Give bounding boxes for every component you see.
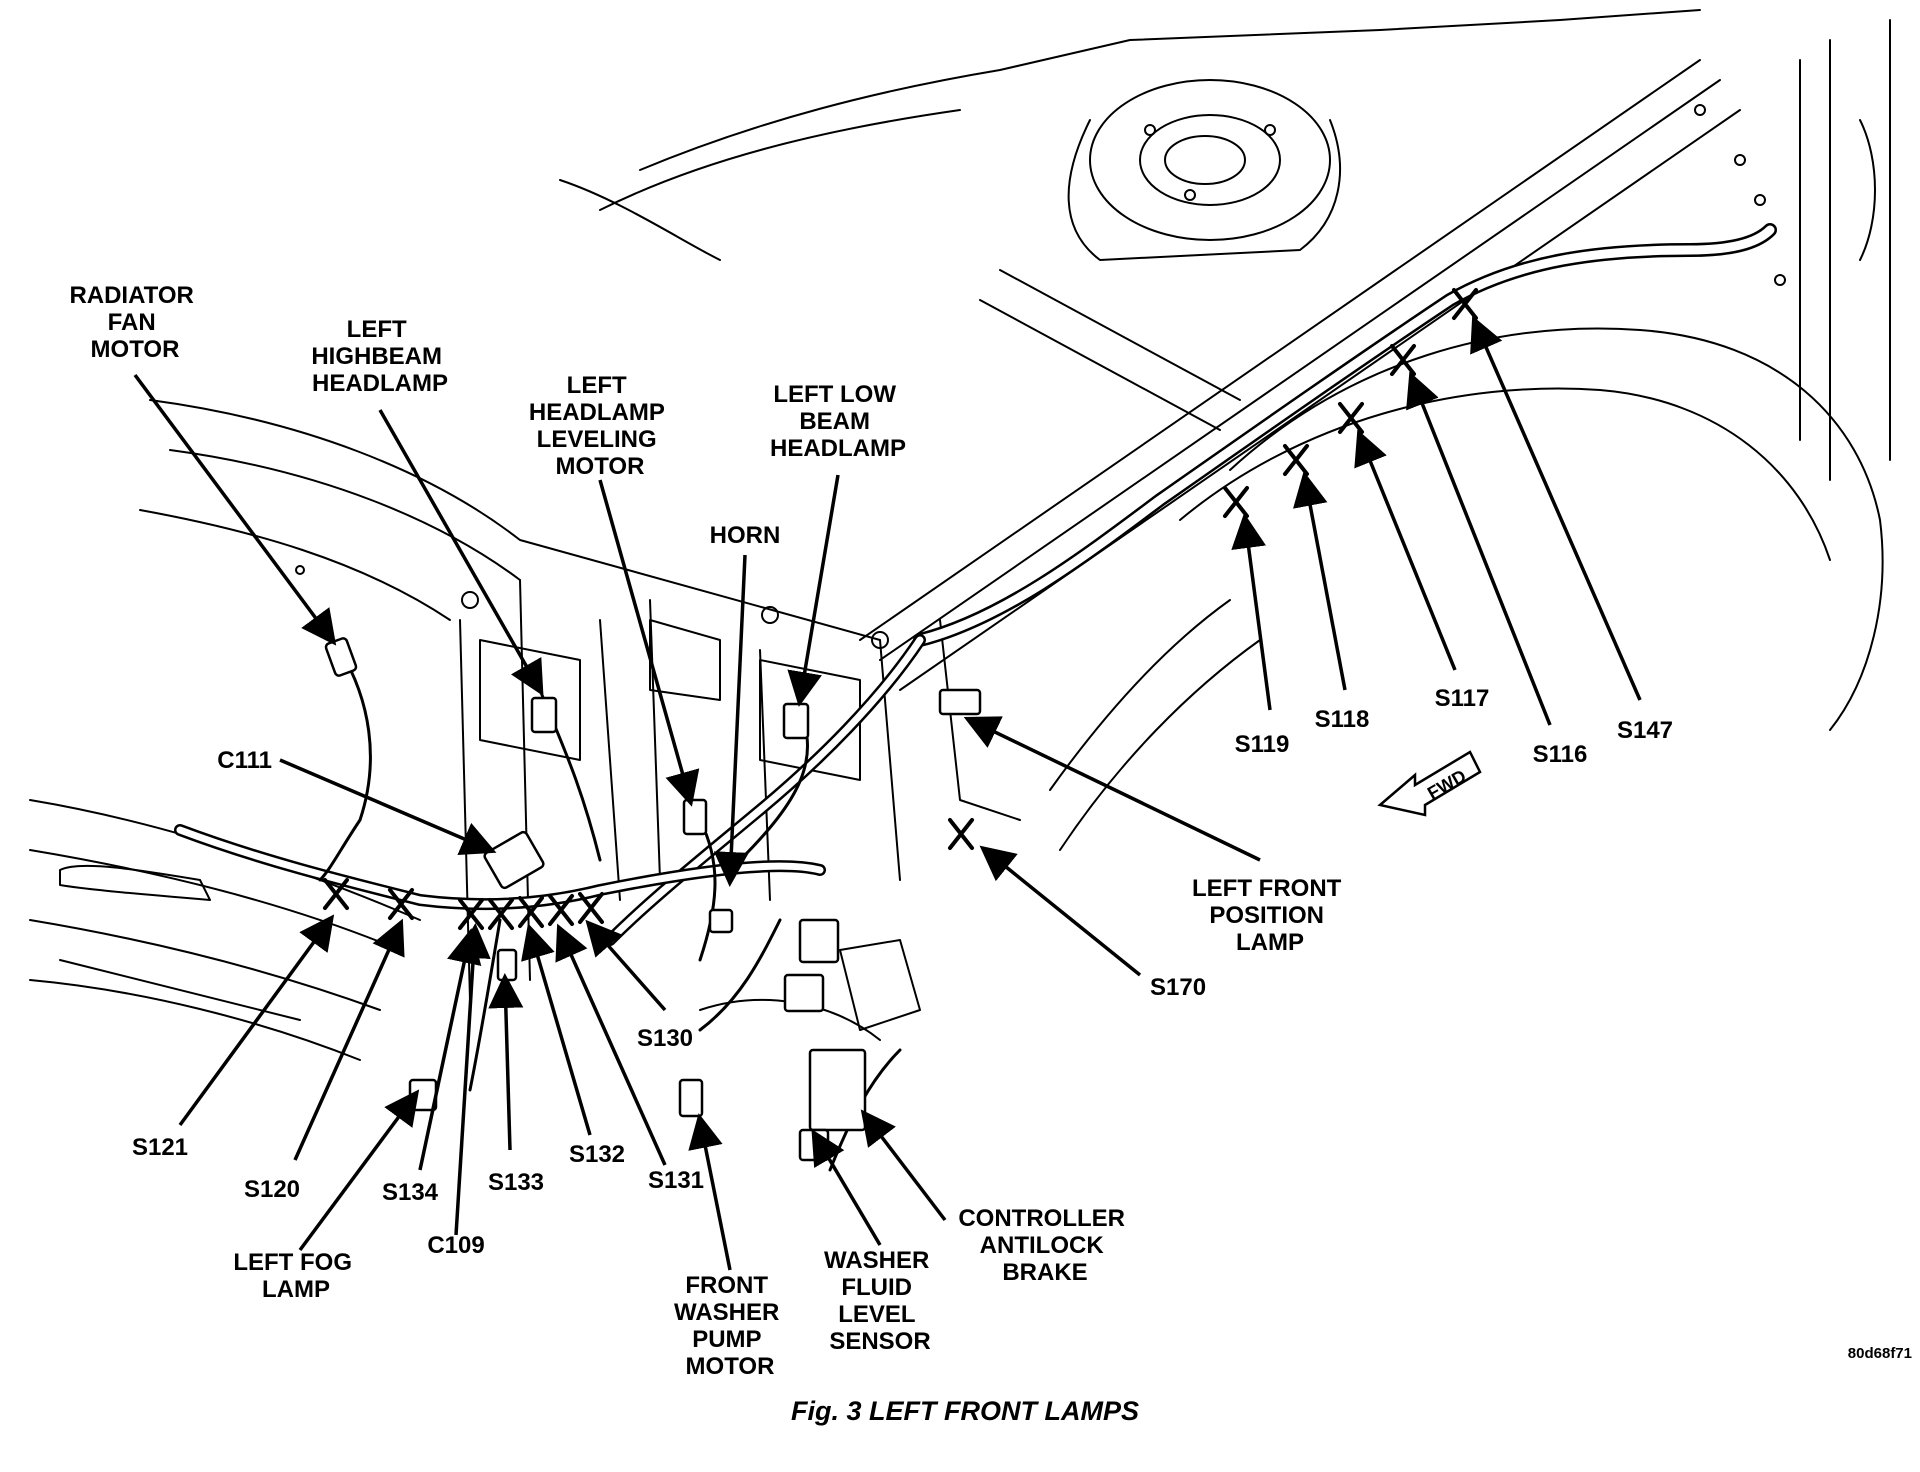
- splice-marks: [323, 288, 1478, 930]
- label-s133: S133: [488, 1169, 544, 1196]
- label-left-low-beam-headlamp: LEFT LOW BEAM HEADLAMP: [770, 381, 906, 462]
- label-washer-fluid-level-sensor: WASHER FLUID LEVEL SENSOR: [824, 1247, 936, 1355]
- leader-lines: [133, 315, 1642, 1271]
- label-s117: S117: [1435, 685, 1490, 712]
- label-s147: S147: [1617, 717, 1673, 744]
- label-s170: S170: [1150, 974, 1206, 1001]
- label-left-front-position-lamp: LEFT FRONT POSITION LAMP: [1192, 875, 1348, 956]
- label-left-highbeam-headlamp: LEFT HIGHBEAM HEADLAMP: [311, 316, 448, 397]
- fwd-arrow-icon: FWD: [1377, 750, 1482, 817]
- label-s121: S121: [132, 1134, 188, 1161]
- vehicle-body-drawing: [29, 9, 1891, 1061]
- label-c109: C109: [427, 1232, 484, 1259]
- label-s134: S134: [382, 1179, 439, 1206]
- label-c111: C111: [217, 747, 272, 774]
- label-s118: S118: [1315, 706, 1370, 733]
- label-s119: S119: [1235, 731, 1290, 758]
- figure-caption: Fig. 3 LEFT FRONT LAMPS: [791, 1396, 1139, 1426]
- label-s131: S131: [648, 1167, 704, 1194]
- label-s132: S132: [569, 1141, 625, 1168]
- label-s116: S116: [1533, 741, 1588, 768]
- label-left-fog-lamp: LEFT FOG LAMP: [233, 1249, 358, 1303]
- label-radiator-fan-motor: RADIATOR FAN MOTOR: [69, 282, 200, 363]
- connectors: [324, 637, 982, 1162]
- label-s130: S130: [637, 1025, 693, 1052]
- labels: RADIATOR FAN MOTOR LEFT HIGHBEAM HEADLAM…: [69, 282, 1673, 1380]
- label-s120: S120: [244, 1176, 300, 1203]
- figure-code: 80d68f71: [1848, 1345, 1912, 1362]
- label-front-washer-pump-motor: FRONT WASHER PUMP MOTOR: [674, 1272, 786, 1380]
- label-left-headlamp-leveling-motor: LEFT HEADLAMP LEVELING MOTOR: [529, 372, 671, 480]
- label-controller-antilock-brake: CONTROLLER ANTILOCK BRAKE: [958, 1205, 1131, 1286]
- label-horn: HORN: [710, 522, 781, 549]
